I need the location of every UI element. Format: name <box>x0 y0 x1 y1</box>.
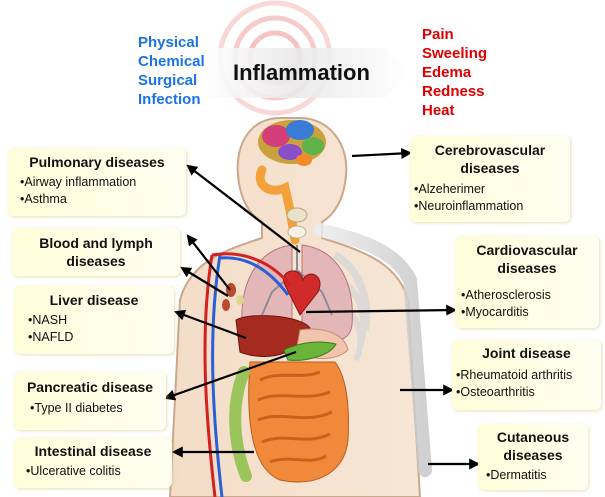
box-item: Type II diabetes <box>30 400 166 417</box>
symptom-item: Sweeling <box>422 44 487 63</box>
causes-list: Physical Chemical Surgical Infection <box>138 33 205 109</box>
symptom-item: Redness <box>422 82 487 101</box>
inflammation-ripple <box>200 3 410 113</box>
cause-item: Physical <box>138 33 205 52</box>
box-title: Joint disease <box>452 340 601 362</box>
cardiovascular-box: Cardiovascular diseases Atherosclerosis … <box>455 236 599 328</box>
box-title-line: diseases <box>410 159 570 177</box>
box-item: Airway inflammation <box>20 174 186 191</box>
pulmonary-box: Pulmonary diseases Airway inflammation A… <box>8 148 186 216</box>
blood-box: Blood and lymph diseases <box>12 228 180 276</box>
box-item: Myocarditis <box>461 304 599 321</box>
intestinal-box: Intestinal disease Ulcerative colitis <box>14 438 172 488</box>
box-item: Ulcerative colitis <box>26 463 172 480</box>
box-item: Asthma <box>20 191 186 208</box>
arrow-cerebro <box>352 153 410 156</box>
liver-box: Liver disease NASH NAFLD <box>14 286 174 354</box>
box-title: Intestinal disease <box>14 438 172 460</box>
symptoms-list: Pain Sweeling Edema Redness Heat <box>422 25 487 120</box>
box-item: NAFLD <box>28 329 174 346</box>
box-item: Osteoarthritis <box>456 384 601 401</box>
box-title-line: Blood and lymph <box>12 228 180 252</box>
box-title-line: Cerebrovascular <box>410 136 570 159</box>
box-title-line: Cardiovascular <box>455 236 599 259</box>
box-title-line: Cutaneous <box>478 424 588 446</box>
cause-item: Chemical <box>138 52 205 71</box>
box-item: Rheumatoid arthritis <box>456 367 601 384</box>
box-title: Pulmonary diseases <box>8 148 186 171</box>
cause-item: Infection <box>138 90 205 109</box>
diagram-title: Inflammation <box>233 60 370 86</box>
symptom-item: Edema <box>422 63 487 82</box>
box-item: Alzeherimer <box>414 181 570 198</box>
cutaneous-box: Cutaneous diseases Dermatitis <box>478 424 588 490</box>
box-title: Liver disease <box>14 286 174 309</box>
box-title: Pancreatic disease <box>14 372 166 396</box>
joint-box: Joint disease Rheumatoid arthritis Osteo… <box>452 340 601 410</box>
symptom-item: Pain <box>422 25 487 44</box>
symptom-item: Heat <box>422 101 487 120</box>
box-title-line: diseases <box>12 252 180 270</box>
box-item: Dermatitis <box>486 467 588 484</box>
box-item: Neuroinflammation <box>414 198 570 215</box>
pancreatic-box: Pancreatic disease Type II diabetes <box>14 372 166 430</box>
box-title-line: diseases <box>455 259 599 277</box>
cause-item: Surgical <box>138 71 205 90</box>
cerebrovascular-box: Cerebrovascular diseases Alzeherimer Neu… <box>410 136 570 222</box>
box-item: Atherosclerosis <box>461 287 599 304</box>
box-title-line: diseases <box>478 446 588 464</box>
box-item: NASH <box>28 312 174 329</box>
